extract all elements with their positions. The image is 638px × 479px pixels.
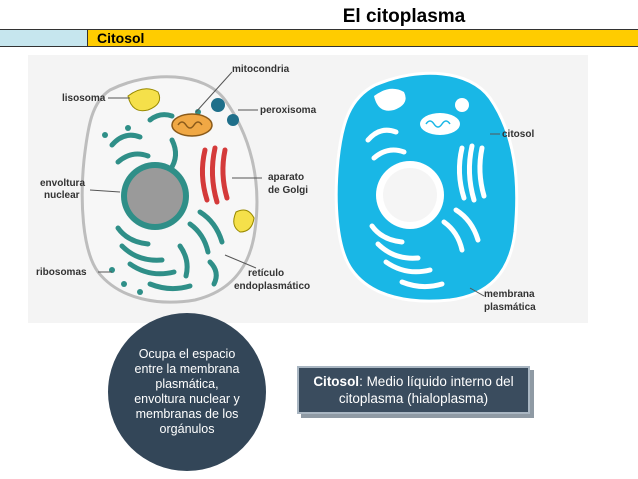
definition-term: Citosol bbox=[313, 374, 360, 389]
right-mitochondrion bbox=[420, 113, 460, 135]
cytosol-definition-box: Citosol: Medio líquido interno del citop… bbox=[297, 366, 530, 414]
left-er bbox=[109, 112, 225, 292]
label-envoltura-1: envoltura bbox=[40, 178, 85, 189]
label-lisosoma: lisosoma bbox=[62, 93, 106, 104]
page-title: El citoplasma bbox=[342, 6, 466, 27]
label-aparato-2: de Golgi bbox=[268, 185, 308, 196]
right-peroxisome bbox=[455, 98, 469, 112]
label-mitocondria: mitocondria bbox=[232, 64, 290, 75]
label-peroxisoma: peroxisoma bbox=[260, 105, 317, 116]
animal-cell-left: mitocondria lisosoma peroxisoma envoltur… bbox=[36, 64, 317, 304]
label-envoltura-2: nuclear bbox=[44, 190, 80, 201]
left-nucleus bbox=[127, 168, 183, 224]
definition-text: : Medio líquido interno del citoplasma (… bbox=[338, 374, 514, 406]
left-golgi bbox=[199, 145, 230, 205]
label-membrana-2: plasmática bbox=[484, 302, 536, 313]
label-membrana-1: membrana bbox=[484, 289, 535, 300]
cytosol-definition: Citosol: Medio líquido interno del citop… bbox=[299, 373, 528, 407]
label-reticulo-1: retículo bbox=[248, 268, 284, 279]
label-aparato-1: aparato bbox=[268, 172, 304, 183]
right-lysosome bbox=[374, 88, 406, 111]
left-lysosome bbox=[127, 88, 161, 112]
section-band: Citosol bbox=[0, 29, 638, 47]
left-peroxisome-2 bbox=[227, 114, 239, 126]
left-peroxisome bbox=[211, 98, 225, 112]
left-ribosomes bbox=[102, 109, 201, 295]
label-ribosomas: ribosomas bbox=[36, 267, 87, 278]
band-swatch bbox=[0, 30, 88, 46]
left-mitochondrion bbox=[171, 113, 213, 137]
left-lysosome-2 bbox=[233, 209, 255, 233]
cytosol-location-note: Ocupa el espacio entre la membrana plasm… bbox=[108, 313, 266, 471]
left-leader-lines bbox=[89, 71, 262, 273]
section-label: Citosol bbox=[97, 30, 145, 46]
right-nucleus bbox=[383, 168, 437, 222]
right-organelle-cutouts bbox=[365, 127, 487, 290]
label-citosol: citosol bbox=[502, 129, 534, 140]
cytosol-cell-right: citosol membrana plasmática bbox=[334, 71, 536, 313]
cytosol-location-text: Ocupa el espacio entre la membrana plasm… bbox=[134, 347, 240, 436]
right-leader-lines bbox=[469, 133, 500, 297]
label-reticulo-2: endoplasmático bbox=[234, 281, 310, 292]
